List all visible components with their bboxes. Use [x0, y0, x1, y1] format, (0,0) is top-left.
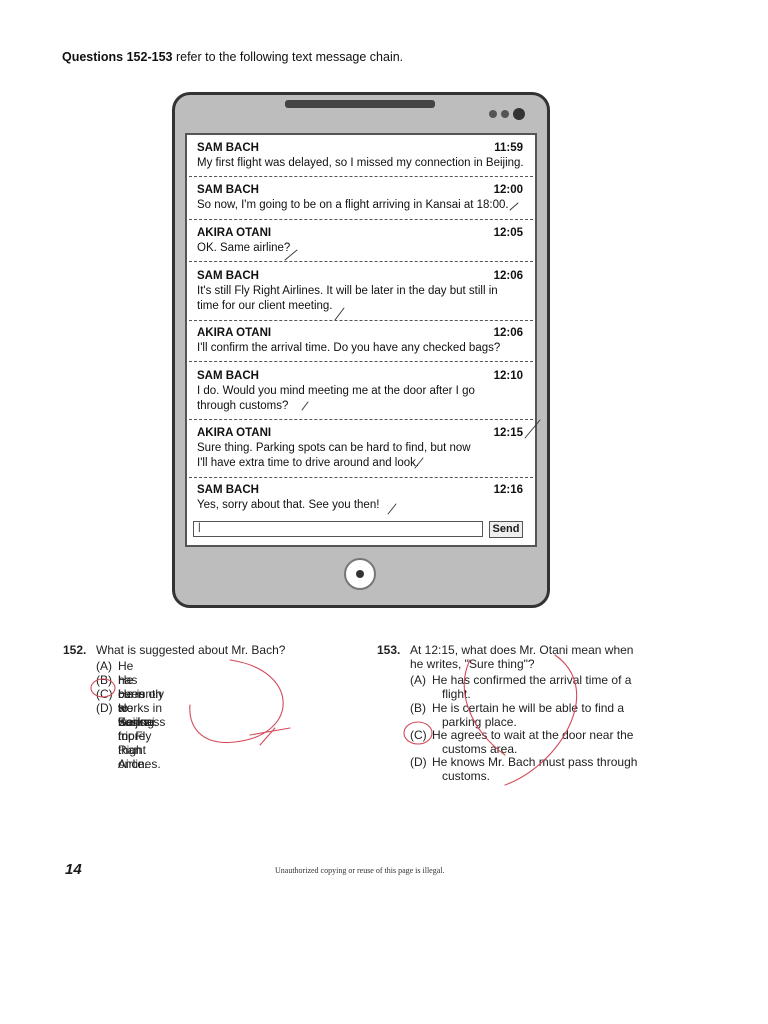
option-text: He works for Fly Right Airlines.: [118, 701, 161, 771]
tablet-camera-dots: [489, 108, 525, 120]
chat-message: SAM BACH 12:16 Yes, sorry about that. Se…: [197, 483, 527, 513]
message-divider: [189, 261, 533, 262]
message-sender: SAM BACH: [197, 370, 259, 382]
chat-compose-row: | Send: [193, 521, 523, 539]
message-sender: SAM BACH: [197, 484, 259, 496]
option-letter: (D): [96, 701, 113, 715]
stem-line: At 12:15, what does Mr. Otani mean when: [410, 643, 634, 657]
question-152: 152. What is suggested about Mr. Bach? (…: [63, 643, 363, 771]
option-letter: (C): [96, 687, 113, 701]
passage-header: Questions 152-153 refer to the following…: [62, 50, 403, 64]
message-sender: SAM BACH: [197, 142, 259, 154]
stem-line: he writes, "Sure thing"?: [410, 657, 535, 671]
message-divider: [189, 219, 533, 220]
message-sender: AKIRA OTANI: [197, 427, 272, 439]
message-text: time for our client meeting.: [197, 300, 333, 312]
option-line: flight.: [442, 687, 471, 701]
question-stem: At 12:15, what does Mr. Otani mean when …: [410, 643, 633, 671]
message-text: Sure thing. Parking spots can be hard to…: [197, 442, 471, 454]
chat-message: AKIRA OTANI 12:05 OK. Same airline?: [197, 226, 527, 256]
option-letter: (A): [96, 659, 112, 673]
message-time: 12:00: [493, 184, 523, 196]
page-number: 14: [65, 861, 82, 878]
option-text: He is certain he will be able to find a …: [432, 701, 692, 729]
pen-strike-152: [259, 727, 276, 746]
message-divider: [189, 361, 533, 362]
question-number: 153.: [377, 643, 401, 657]
message-time: 12:16: [493, 484, 523, 496]
option-line: He is certain he will be able to find a: [432, 701, 625, 715]
option-line: He agrees to wait at the door near the: [432, 728, 634, 742]
option-text: He knows Mr. Bach must pass through cust…: [432, 755, 692, 783]
chat-message: SAM BACH 11:59 My first flight was delay…: [197, 141, 527, 171]
copyright-notice: Unauthorized copying or reuse of this pa…: [275, 866, 445, 875]
chat-message: SAM BACH 12:10 I do. Would you mind meet…: [197, 369, 527, 414]
message-divider: [189, 477, 533, 478]
home-button-icon: [344, 558, 376, 590]
tablet-speaker: [285, 100, 435, 108]
option-line: He has confirmed the arrival time of a: [432, 673, 632, 687]
option-text: He agrees to wait at the door near the c…: [432, 728, 692, 756]
message-input[interactable]: |: [193, 521, 483, 537]
message-text: through customs?: [197, 400, 289, 412]
option-letter: (B): [96, 673, 112, 687]
message-time: 12:06: [493, 270, 523, 282]
message-text: I do. Would you mind meeting me at the d…: [197, 385, 475, 397]
chat-message: SAM BACH 12:06 It's still Fly Right Airl…: [197, 269, 527, 314]
chat-screen: SAM BACH 11:59 My first flight was delay…: [185, 133, 537, 547]
header-instruction: refer to the following text message chai…: [175, 50, 404, 64]
pen-tail-152: [249, 727, 291, 736]
option-text: He currently works in Beijing.: [118, 673, 165, 729]
message-time: 12:05: [493, 227, 523, 239]
message-text: OK. Same airline?: [197, 242, 291, 254]
question-number: 152.: [63, 643, 87, 657]
message-text: It's still Fly Right Airlines. It will b…: [197, 285, 498, 297]
option-letter: (B): [410, 701, 426, 715]
message-time: 11:59: [494, 142, 523, 154]
chat-message: AKIRA OTANI 12:06 I'll confirm the arriv…: [197, 326, 527, 356]
option-text: He is on a business trip.: [118, 687, 166, 743]
message-text: I'll confirm the arrival time. Do you ha…: [197, 342, 501, 354]
option-letter: (D): [410, 755, 427, 769]
question-153: 153. At 12:15, what does Mr. Otani mean …: [377, 643, 677, 793]
message-sender: AKIRA OTANI: [197, 327, 272, 339]
option-line: customs area.: [442, 742, 518, 756]
message-time: 12:15: [493, 427, 523, 439]
message-sender: SAM BACH: [197, 184, 259, 196]
message-time: 12:06: [493, 327, 523, 339]
send-button[interactable]: Send: [489, 521, 523, 538]
message-text: So now, I'm going to be on a flight arri…: [197, 199, 509, 211]
option-line: customs.: [442, 769, 491, 783]
message-divider: [189, 176, 533, 177]
option-text: He has been to Kansai more than once.: [118, 659, 155, 771]
option-line: parking place.: [442, 715, 517, 729]
message-sender: SAM BACH: [197, 270, 259, 282]
chat-message: SAM BACH 12:00 So now, I'm going to be o…: [197, 183, 527, 213]
message-text: Yes, sorry about that. See you then!: [197, 499, 380, 511]
option-letter: (A): [410, 673, 426, 687]
message-sender: AKIRA OTANI: [197, 227, 272, 239]
message-divider: [189, 419, 533, 420]
question-stem: What is suggested about Mr. Bach?: [96, 643, 286, 657]
message-time: 12:10: [493, 370, 523, 382]
chat-message: AKIRA OTANI 12:15 Sure thing. Parking sp…: [197, 426, 527, 471]
option-letter: (C): [410, 728, 427, 742]
message-divider: [189, 320, 533, 321]
header-question-range: Questions 152-153: [62, 50, 173, 64]
tablet-illustration: SAM BACH 11:59 My first flight was delay…: [172, 92, 550, 608]
message-text: I'll have extra time to drive around and…: [197, 457, 420, 469]
message-text: My first flight was delayed, so I missed…: [197, 157, 524, 169]
option-text: He has confirmed the arrival time of a f…: [432, 673, 692, 701]
option-line: He knows Mr. Bach must pass through: [432, 755, 638, 769]
